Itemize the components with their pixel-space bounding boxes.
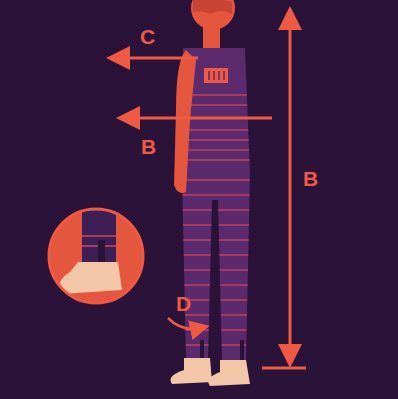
measure-label: C: [140, 26, 155, 47]
pointer-arrow: [168, 318, 200, 329]
floor-mark: [262, 367, 306, 370]
shoes: [171, 358, 251, 386]
measure-arrow: [128, 117, 272, 120]
person-head: [191, 0, 235, 50]
measure-label: B: [303, 168, 318, 189]
measure-label: B: [141, 136, 156, 157]
measure-arrow: [118, 57, 198, 60]
measure-arrow: [289, 18, 292, 356]
ankle-inset: [49, 200, 143, 303]
person-arm: [174, 50, 196, 193]
measure-label: D: [176, 293, 191, 314]
